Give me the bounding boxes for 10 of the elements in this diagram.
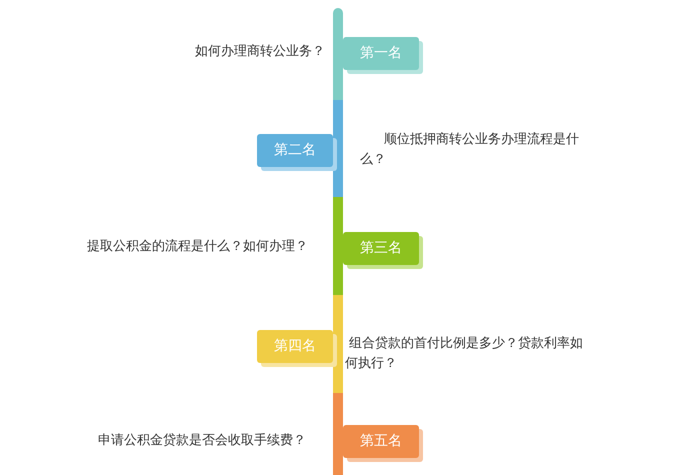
rank-tag: 第二名 [257, 134, 333, 167]
question-text: 顺位抵押商转公业务办理流程是什么？ [360, 131, 580, 169]
rank-tag: 第三名 [343, 232, 419, 265]
rank-tag: 第四名 [257, 330, 333, 363]
question-text: 提取公积金的流程是什么？如何办理？ [86, 238, 308, 256]
rank-tag: 第五名 [343, 425, 419, 458]
rank-tag: 第一名 [343, 37, 419, 70]
question-text: 组合贷款的首付比例是多少？贷款利率如何执行？ [345, 335, 584, 373]
question-text: 如何办理商转公业务？ [194, 43, 325, 61]
question-text: 申请公积金贷款是否会收取手续费？ [97, 432, 306, 450]
